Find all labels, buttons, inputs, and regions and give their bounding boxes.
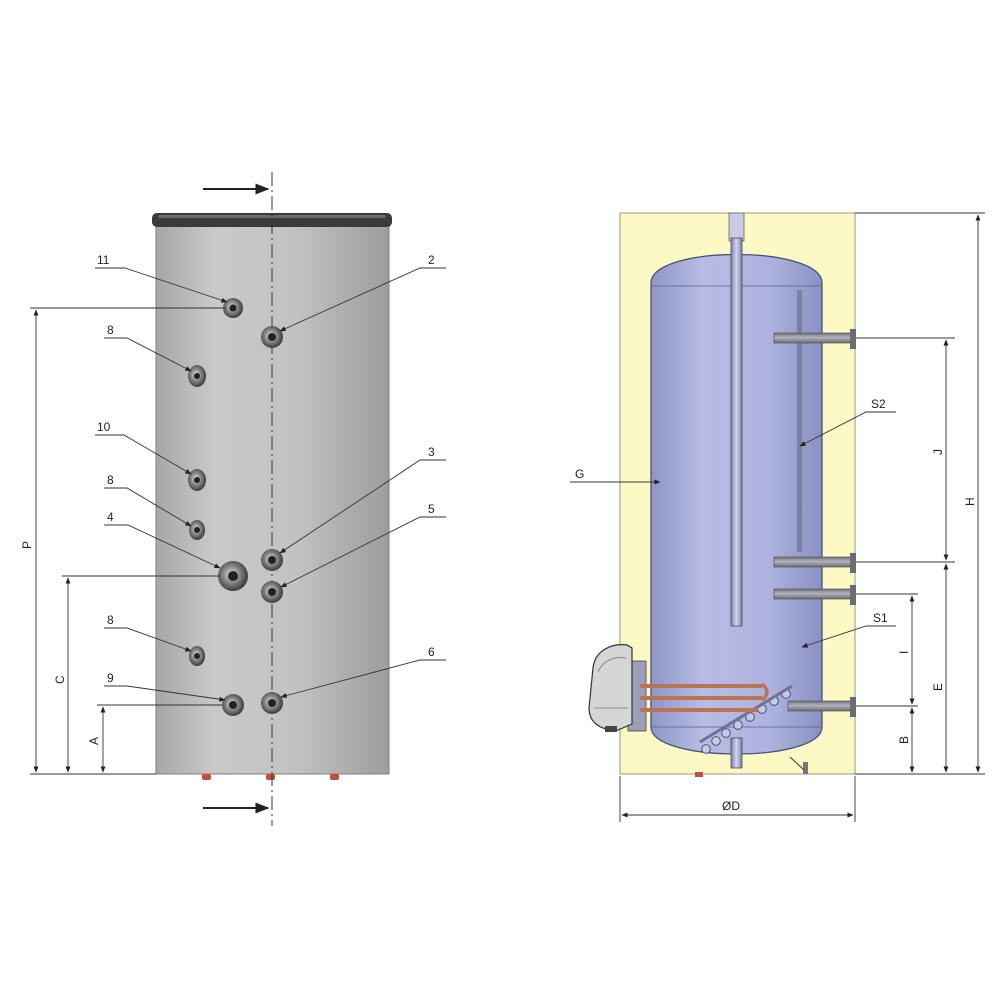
tank-side-bar (797, 290, 802, 552)
lower-coil-s1: (function(){ var g = document.currentScr… (699, 684, 793, 754)
dim-label-i: I (897, 651, 911, 654)
feet (202, 774, 339, 780)
callout-4: 4 (107, 510, 114, 524)
callout-9: 9 (107, 671, 114, 685)
callout-8-middle: 8 (107, 473, 114, 487)
anode-rod-bottom (730, 737, 743, 769)
right-dimensions: H J E I B ØD (619, 212, 985, 822)
label-s2: S2 (871, 397, 886, 411)
dim-label-h: H (963, 497, 977, 506)
outlet-pipes (773, 329, 856, 717)
label-s1: S1 (873, 611, 888, 625)
dim-label-c: C (53, 675, 67, 684)
pipe-upper-outlet (773, 332, 855, 344)
dim-label-p: P (20, 541, 34, 549)
callout-numbers: 11 2 8 10 3 8 5 4 8 9 6 (97, 253, 435, 685)
right-leaders (570, 411, 896, 648)
callout-8-lower: 8 (107, 613, 114, 627)
callout-8-upper: 8 (107, 323, 114, 337)
pipe-s1-upper (773, 588, 855, 600)
right-section-view: (function(){ var g = document.currentScr… (570, 212, 985, 822)
label-g: G (575, 467, 584, 481)
electric-heater (588, 644, 769, 732)
right-feet (695, 756, 808, 777)
dim-label-b: B (897, 736, 911, 744)
callout-leaders (95, 267, 446, 702)
left-dimensions: P C A (20, 307, 226, 775)
thermostat-housing (588, 644, 633, 731)
dim-label-diameter: ØD (722, 799, 740, 813)
callout-11: 11 (97, 253, 110, 267)
top-fitting (728, 212, 745, 242)
dim-label-e: E (931, 683, 945, 691)
anode-rod (730, 237, 743, 627)
top-lid-highlight (158, 215, 386, 218)
callout-5: 5 (428, 502, 435, 516)
dim-label-a: A (87, 737, 101, 745)
callout-6: 6 (428, 645, 435, 659)
callout-2: 2 (428, 253, 435, 267)
callout-10: 10 (97, 420, 111, 434)
left-external-view: 11 2 8 10 3 8 5 4 8 9 6 P C A (20, 172, 446, 826)
connection-ports (188, 298, 283, 716)
callout-3: 3 (428, 445, 435, 459)
pipe-s2-lower (773, 556, 855, 568)
pipe-s1-lower (787, 700, 855, 712)
dim-label-j: J (931, 449, 945, 455)
